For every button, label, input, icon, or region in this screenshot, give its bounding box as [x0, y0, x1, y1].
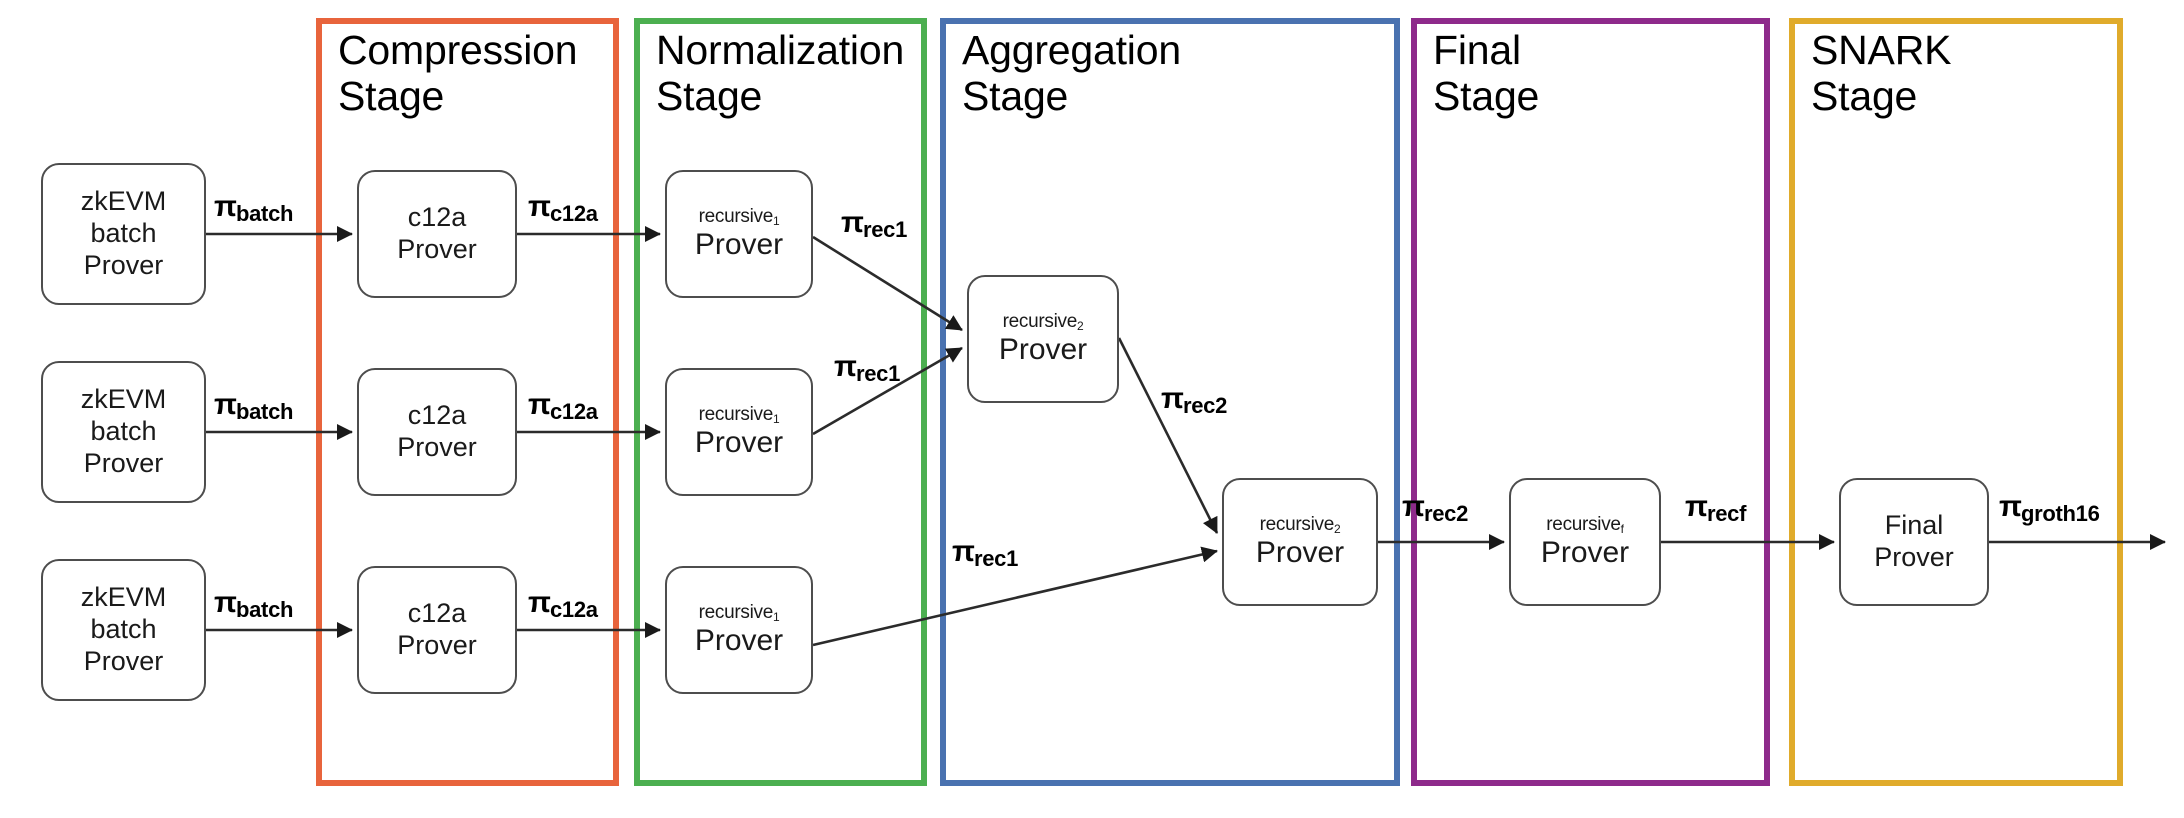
- edge-label-pi-c12a-2: πc12a: [528, 388, 599, 424]
- node-label-line: Prover: [397, 432, 477, 462]
- pi-subscript: rec1: [862, 217, 908, 242]
- pi-subscript: rec2: [1423, 501, 1469, 526]
- node-label-subscripted: recursive1: [698, 205, 780, 228]
- stage-title-compression: Compression Stage: [338, 27, 578, 119]
- stage-title-snark: SNARK Stage: [1811, 27, 1952, 119]
- stage-title-aggregation: Aggregation Stage: [962, 27, 1181, 119]
- pi-subscript: c12a: [549, 597, 598, 622]
- edge-label-pi-c12a-3: πc12a: [528, 586, 599, 622]
- node-label-line: zkEVM: [80, 186, 167, 217]
- stage-frame-snark: [1789, 18, 2123, 786]
- pi-subscript: batch: [235, 201, 294, 226]
- edge-label-pi-batch-3: πbatch: [214, 586, 294, 622]
- node-label-line: Prover: [83, 447, 164, 478]
- node-label-line: zkEVM: [80, 384, 167, 415]
- pi-symbol: π: [834, 350, 857, 383]
- stage-frame-final: [1411, 18, 1770, 786]
- pi-symbol: π: [1161, 382, 1184, 415]
- pi-symbol: π: [1685, 490, 1708, 523]
- edge-label-pi-rec1-bot: πrec1: [952, 535, 1019, 571]
- stage-frame-compression: [316, 18, 619, 786]
- node-label-subscripted: recursive2: [1259, 513, 1341, 536]
- pi-subscript: recf: [1706, 501, 1747, 526]
- stage-title-normalization: Normalization Stage: [656, 27, 905, 119]
- node-label-subscripted: recursive1: [698, 403, 780, 426]
- pi-symbol: π: [528, 190, 551, 223]
- edge-label-pi-rec1-top: πrec1: [841, 206, 908, 242]
- pi-subscript: groth16: [2020, 501, 2100, 526]
- node-label-main: Prover: [998, 332, 1088, 366]
- node-label-main: Prover: [1255, 535, 1345, 569]
- edge-label-pi-rec2-final: πrec2: [1402, 490, 1469, 526]
- pi-subscript: batch: [235, 597, 294, 622]
- stage-title-final: Final Stage: [1433, 27, 1540, 119]
- node-label-line: Prover: [83, 645, 164, 676]
- node-label-main: Prover: [694, 425, 784, 459]
- node-label-main: Prover: [694, 227, 784, 261]
- pi-subscript: rec2: [1182, 393, 1228, 418]
- edge-label-pi-groth16: πgroth16: [1999, 490, 2101, 526]
- pi-symbol: π: [1402, 490, 1425, 523]
- edge-label-pi-batch-2: πbatch: [214, 388, 294, 424]
- node-label-main: Prover: [1540, 535, 1630, 569]
- pi-subscript: batch: [235, 399, 294, 424]
- node-label-line: zkEVM: [80, 582, 167, 613]
- node-label-line: Prover: [397, 234, 477, 264]
- node-label-line: batch: [90, 416, 157, 447]
- pi-symbol: π: [528, 586, 551, 619]
- node-label-subscripted: recursive2: [1002, 310, 1084, 333]
- pi-symbol: π: [1999, 490, 2022, 523]
- edge-label-pi-recf: πrecf: [1685, 490, 1747, 526]
- node-label-line: Prover: [1874, 542, 1954, 572]
- edge-label-pi-batch-1: πbatch: [214, 190, 294, 226]
- pi-symbol: π: [528, 388, 551, 421]
- node-label-line: Final: [1884, 510, 1944, 541]
- pi-subscript: rec1: [855, 361, 901, 386]
- pi-symbol: π: [214, 586, 237, 619]
- pi-subscript: c12a: [549, 201, 598, 226]
- pi-symbol: π: [841, 206, 864, 239]
- node-label-main: Prover: [694, 623, 784, 657]
- pi-symbol: π: [214, 388, 237, 421]
- edge-label-pi-rec2-diag: πrec2: [1161, 382, 1228, 418]
- node-label-subscripted: recursivef: [1546, 513, 1624, 536]
- pi-subscript: rec1: [973, 546, 1019, 571]
- node-label-line: c12a: [407, 202, 467, 233]
- edge-label-pi-rec1-mid: πrec1: [834, 350, 901, 386]
- pi-symbol: π: [952, 535, 975, 568]
- pi-symbol: π: [214, 190, 237, 223]
- node-label-line: batch: [90, 218, 157, 249]
- node-label-line: Prover: [83, 249, 164, 280]
- node-label-subscripted: recursive1: [698, 601, 780, 624]
- node-label-line: Prover: [397, 630, 477, 660]
- node-label-line: batch: [90, 614, 157, 645]
- node-label-line: c12a: [407, 400, 467, 431]
- node-label-line: c12a: [407, 598, 467, 629]
- pi-subscript: c12a: [549, 399, 598, 424]
- edge-label-pi-c12a-1: πc12a: [528, 190, 599, 226]
